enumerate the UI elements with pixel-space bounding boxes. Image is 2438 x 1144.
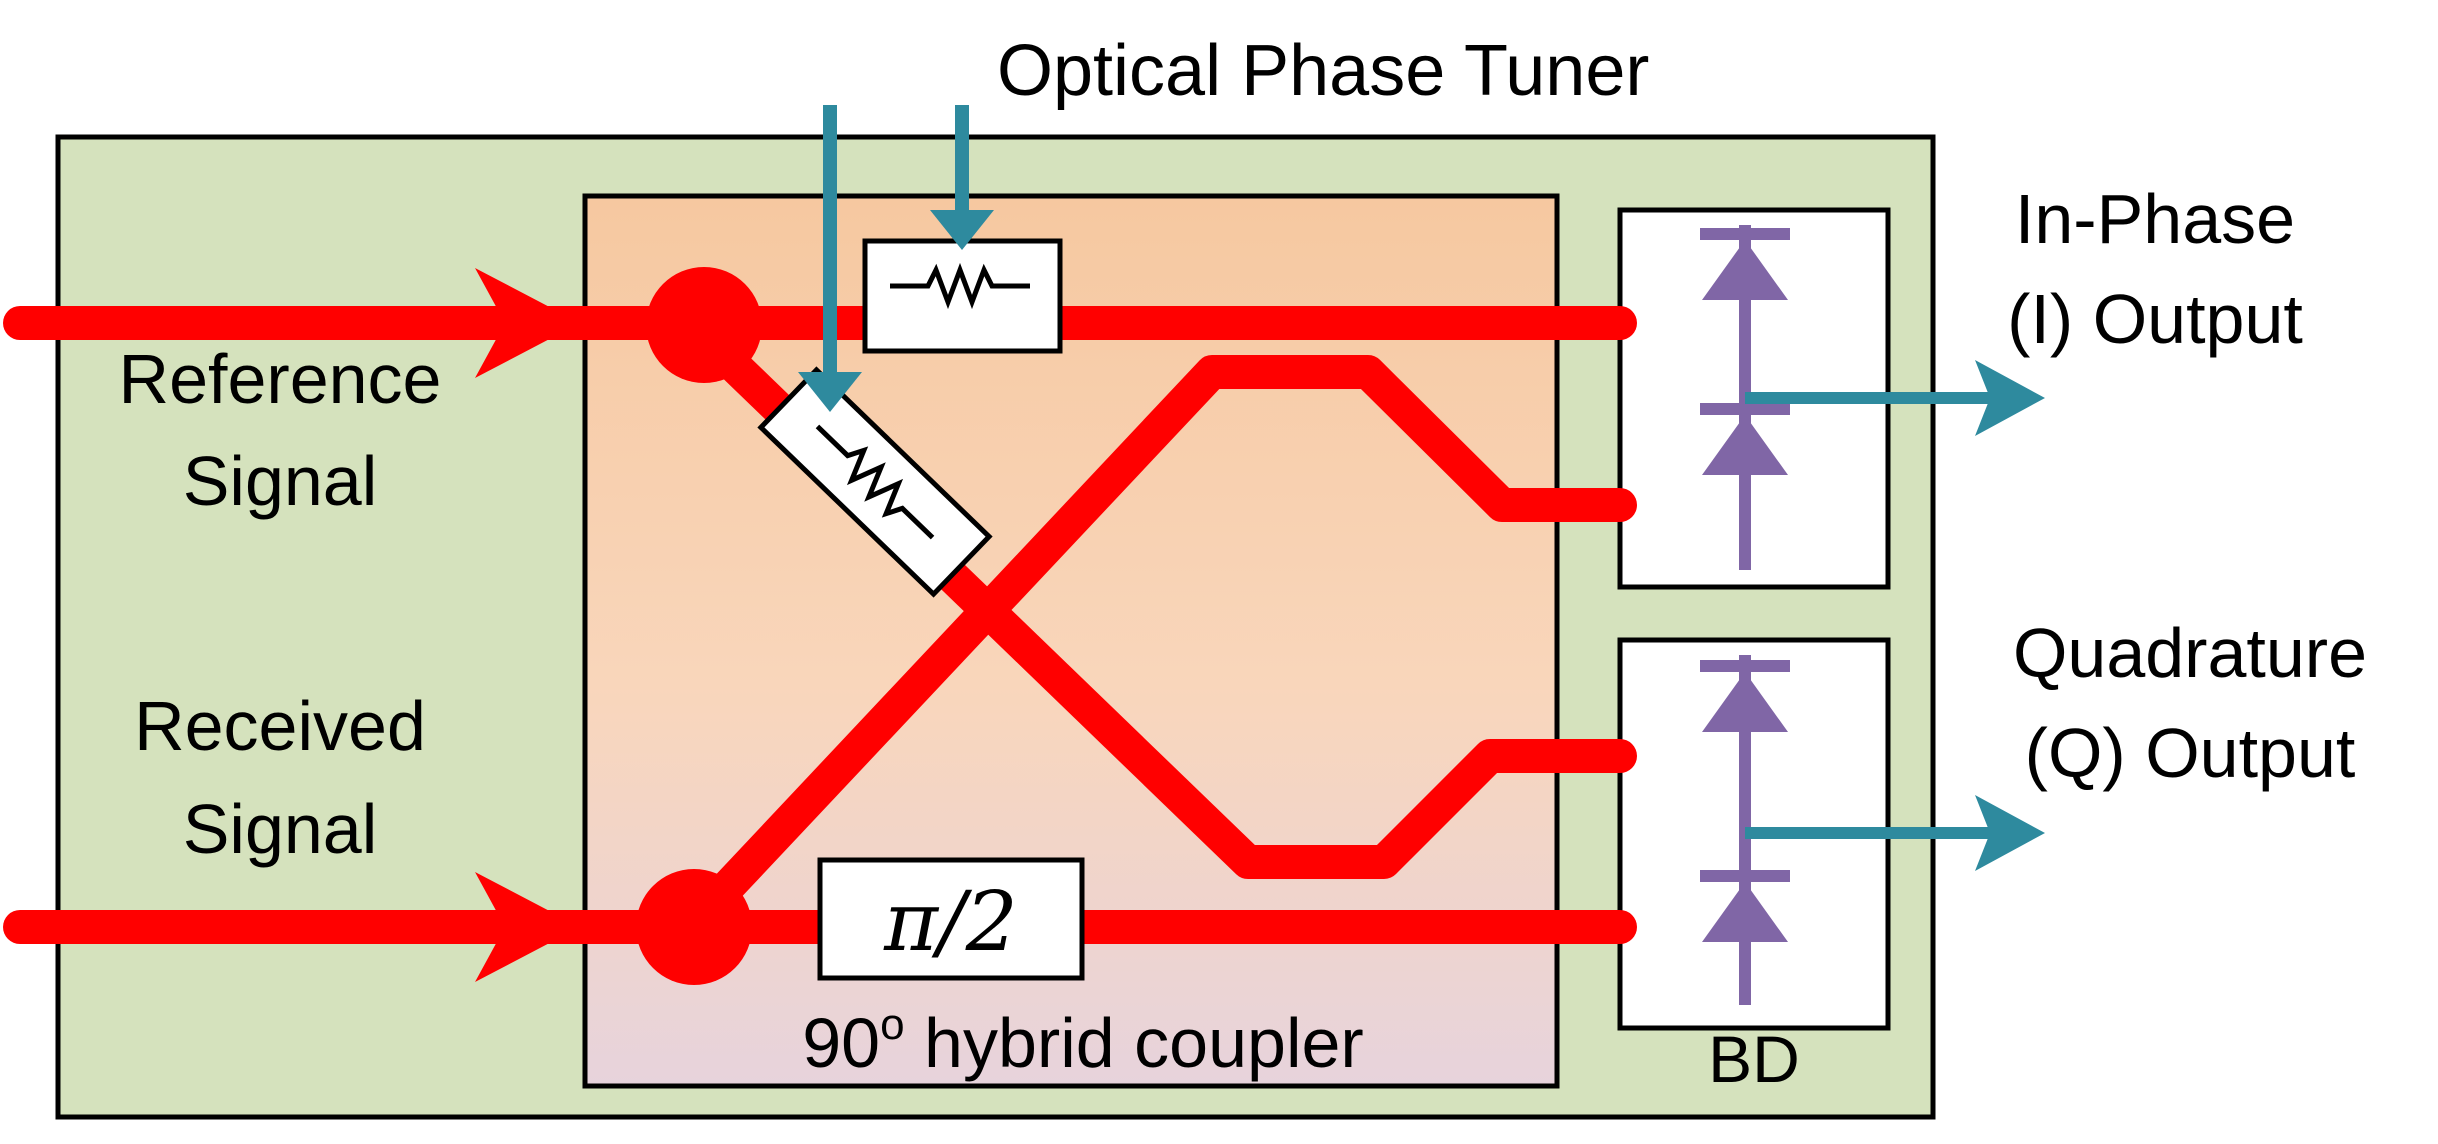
reference-splitter-node (646, 267, 762, 383)
received-input-arrow (475, 872, 580, 982)
heater-diagonal (757, 366, 993, 598)
tuner-arrow-upper (930, 210, 994, 250)
received-splitter-node (636, 869, 752, 985)
heater-upper (862, 238, 1063, 354)
cross-waveguide-down (673, 306, 1637, 879)
coupler-number: 90 (802, 1004, 880, 1082)
received-signal-label-line2: Signal (183, 790, 378, 868)
in-phase-output-arrow (1975, 360, 2045, 436)
optical-phase-tuner-label: Optical Phase Tuner (997, 31, 1649, 111)
in-phase-output-label-line2: (I) Output (2007, 280, 2303, 358)
reference-signal-label-line2: Signal (183, 442, 378, 520)
received-signal-label-line1: Received (134, 687, 426, 765)
pi-over-2-box (817, 857, 1085, 981)
coupler-degree-sign: o (880, 1000, 904, 1049)
reference-input-arrow (475, 268, 580, 378)
cross-waveguide-up (673, 355, 1637, 944)
quadrature-output-label-line1: Quadrature (2013, 614, 2367, 692)
coupler-text: hybrid coupler (905, 1004, 1364, 1082)
pi-over-2-label: π/2 (883, 875, 1018, 970)
in-phase-output-label-line1: In-Phase (2015, 180, 2295, 258)
quadrature-output-label-line2: (Q) Output (2025, 714, 2356, 792)
balanced-detector-label: BD (1708, 1022, 1800, 1096)
reference-signal-label-line1: Reference (119, 340, 442, 418)
photodiodes-lower (1700, 655, 1790, 1005)
output-lines (1745, 392, 1990, 839)
phase-tuner-control-lines (823, 105, 969, 380)
hybrid-coupler-label: 90o hybrid coupler (802, 1000, 1364, 1082)
tuner-arrow-diagonal (798, 372, 862, 412)
quadrature-output-arrow (1975, 795, 2045, 871)
